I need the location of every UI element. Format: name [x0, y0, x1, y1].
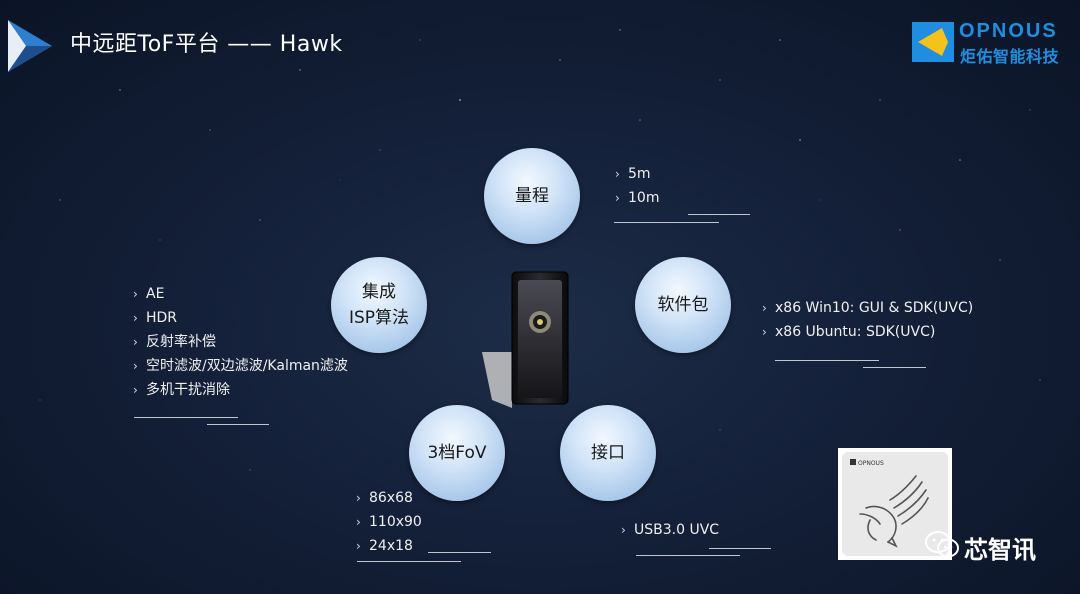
divider-line [688, 214, 750, 215]
brand-logo: OPNOUS 炬佑智能科技 [912, 18, 1072, 66]
chevron-right-icon: › [356, 491, 361, 505]
list-item: ›24x18 [356, 534, 422, 558]
node-fov: 3档FoV [409, 405, 505, 501]
brand-name: OPNOUS [959, 20, 1058, 42]
list-item: ›AE [133, 282, 348, 306]
wechat-icon [925, 531, 959, 558]
chevron-right-icon: › [133, 287, 138, 301]
chevron-right-icon: › [762, 301, 767, 315]
fov-list: ›86x68 ›110x90 ›24x18 [356, 486, 422, 558]
range-list: ›5m ›10m [615, 162, 659, 210]
list-item: ›空时滤波/双边滤波/Kalman滤波 [133, 354, 348, 378]
chevron-right-icon: › [133, 383, 138, 397]
node-interface-label: 接口 [591, 442, 625, 463]
chevron-right-icon: › [133, 335, 138, 349]
brand-subtitle: 炬佑智能科技 [960, 47, 1060, 66]
divider-line [614, 222, 719, 223]
divider-line [207, 424, 269, 425]
wechat-account-name: 芯智讯 [964, 536, 1036, 564]
product-card: OPNOUS [838, 448, 952, 560]
list-item: ›5m [615, 162, 659, 186]
divider-line [134, 417, 238, 418]
divider-line [775, 360, 879, 361]
chevron-right-icon: › [356, 515, 361, 529]
chevron-right-icon: › [615, 167, 620, 181]
list-item: ›110x90 [356, 510, 422, 534]
list-item: ›x86 Ubuntu: SDK(UVC) [762, 320, 973, 344]
hawk-emblem-icon: OPNOUS [842, 452, 948, 556]
page-title: 中远距ToF平台 —— Hawk [70, 32, 343, 57]
divider-line [636, 555, 740, 556]
tof-camera-device [482, 271, 569, 408]
chevron-right-icon: › [615, 191, 620, 205]
node-software: 软件包 [635, 257, 731, 353]
divider-line [709, 548, 771, 549]
chevron-right-icon: › [762, 325, 767, 339]
isp-list: ›AE ›HDR ›反射率补偿 ›空时滤波/双边滤波/Kalman滤波 ›多机干… [133, 282, 348, 402]
node-range-label: 量程 [515, 185, 549, 206]
node-isp-label-line2: ISP算法 [348, 308, 410, 328]
divider-line [428, 552, 491, 553]
list-item: ›86x68 [356, 486, 422, 510]
list-item: ›x86 Win10: GUI & SDK(UVC) [762, 296, 973, 320]
list-item: ›10m [615, 186, 659, 210]
interface-list: ›USB3.0 UVC [621, 518, 719, 542]
node-fov-label: 3档FoV [427, 442, 487, 463]
node-isp: 集成 ISP算法 [331, 257, 427, 353]
list-item: ›HDR [133, 306, 348, 330]
chevron-right-icon: › [133, 311, 138, 325]
list-item: ›反射率补偿 [133, 330, 348, 354]
node-interface: 接口 [560, 405, 656, 501]
node-range: 量程 [484, 148, 580, 244]
divider-line [863, 367, 926, 368]
list-item: ›多机干扰消除 [133, 378, 348, 402]
chevron-right-icon: › [621, 523, 626, 537]
chevron-right-icon: › [133, 359, 138, 373]
card-logo-text: OPNOUS [858, 460, 884, 467]
node-software-label: 软件包 [657, 294, 709, 315]
presentation-logo-icon [8, 20, 52, 72]
node-isp-label-line1: 集成 [362, 281, 396, 302]
software-list: ›x86 Win10: GUI & SDK(UVC) ›x86 Ubuntu: … [762, 296, 973, 344]
divider-line [357, 561, 461, 562]
chevron-right-icon: › [356, 539, 361, 553]
brand-mark-icon [912, 22, 954, 62]
list-item: ›USB3.0 UVC [621, 518, 719, 542]
